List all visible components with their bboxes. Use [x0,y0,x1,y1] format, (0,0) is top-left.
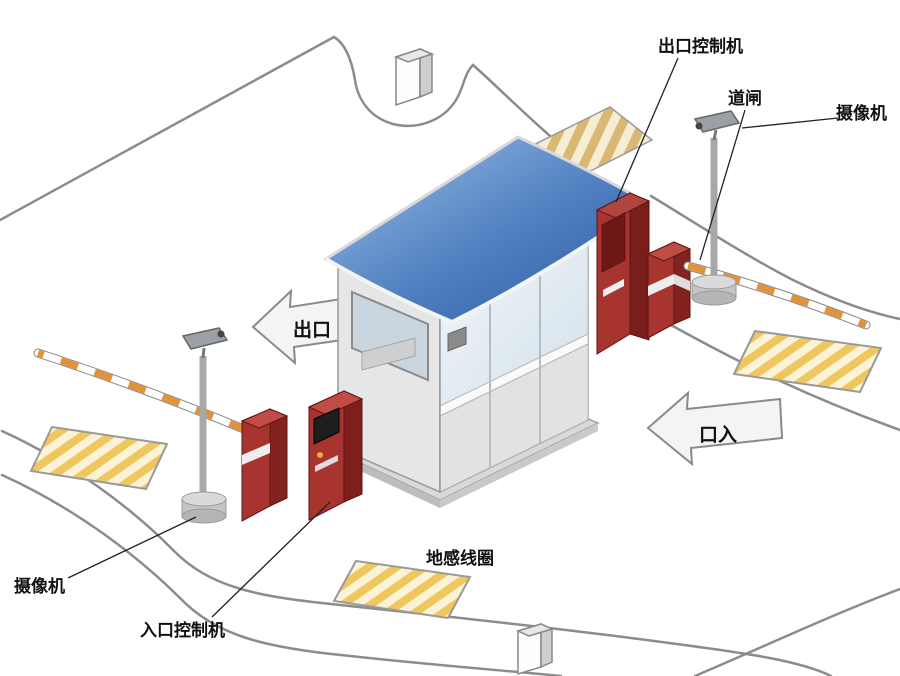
road-line [0,473,563,676]
guard-booth [326,223,600,508]
exit-barrier-machine [646,241,692,339]
entry-arrow-label: 口入 [699,424,737,446]
label-exit-controller: 出口控制机 [658,36,743,56]
barrier-arm-left [33,348,251,435]
road-line [693,587,900,676]
camera-left-mount [201,347,206,359]
text-labels: 出口控制机 道闸 摄像机 摄像机 入口控制机 地感线圈 [14,36,887,640]
ground-loop-left [29,425,169,491]
exit-controller-side [629,192,650,341]
camera-right-mount [712,129,718,141]
barrier-arm-left-stripes [36,349,248,434]
entry-controller-button [317,452,323,458]
exit-barrier-band-side [674,274,690,291]
label-camera-top: 摄像机 [836,103,887,123]
camera-left-icon [181,327,229,350]
leader-lines [67,57,839,618]
exit-controller-top [595,192,651,219]
camera-right-base-top [691,274,737,290]
pillar-bottom [515,622,555,676]
entry-barrier-band [242,443,270,465]
exit-controller-panel [601,212,626,273]
entry-controller-top [307,390,364,416]
entry-barrier-machine [240,408,289,522]
ground-loop-bottom [332,559,472,620]
barrier-arm-right-base [684,262,870,329]
pillar-top-cap [393,48,435,63]
entry-controller-side [343,390,363,503]
leader-exit-controller [615,57,679,203]
pillar-top [393,47,435,107]
exit-barrier-top [646,241,692,262]
road-line [0,35,336,222]
entry-barrier-side [269,408,288,507]
camera-left-base-bottom [181,508,227,524]
entry-controller-machine [307,390,364,521]
ground-loop-right [732,329,883,394]
label-ground-loop: 地感线圈 [426,548,494,568]
exit-barrier-band [648,274,674,296]
road-line [0,429,833,676]
leader-barrier-gate [699,109,746,261]
ground-loops [29,329,883,620]
camera-right-icon [693,110,741,133]
exit-controller-machine [595,192,651,355]
entry-arrow [646,390,784,467]
direction-arrows: 出口 口入 [251,288,784,467]
road-line [649,194,900,321]
road-line [332,35,475,128]
camera-left-lens [217,330,225,338]
camera-right-lens [695,122,703,130]
leader-camera-bottom [67,516,197,579]
booth-slab-skirt-right [440,423,598,508]
booth-monitor [447,326,467,352]
leader-camera-top [741,117,839,129]
barrier-arm-right [683,261,871,330]
booth-desk [361,337,416,371]
exit-arrow-label: 出口 [293,318,331,341]
label-camera-bottom: 摄像机 [14,576,65,596]
entry-barrier-top [240,408,289,429]
label-barrier-gate: 道闸 [728,88,762,108]
pillar-bottom-cap [515,623,555,637]
camera-right-base-bottom [691,290,737,306]
exit-controller-slot [603,279,624,297]
label-entry-controller: 入口控制机 [140,620,225,640]
camera-left [181,327,229,524]
camera-left-base-top [181,491,227,507]
leader-entry-controller [211,501,331,618]
entry-controller-screen [313,407,340,445]
entry-controller-slot [315,455,338,472]
